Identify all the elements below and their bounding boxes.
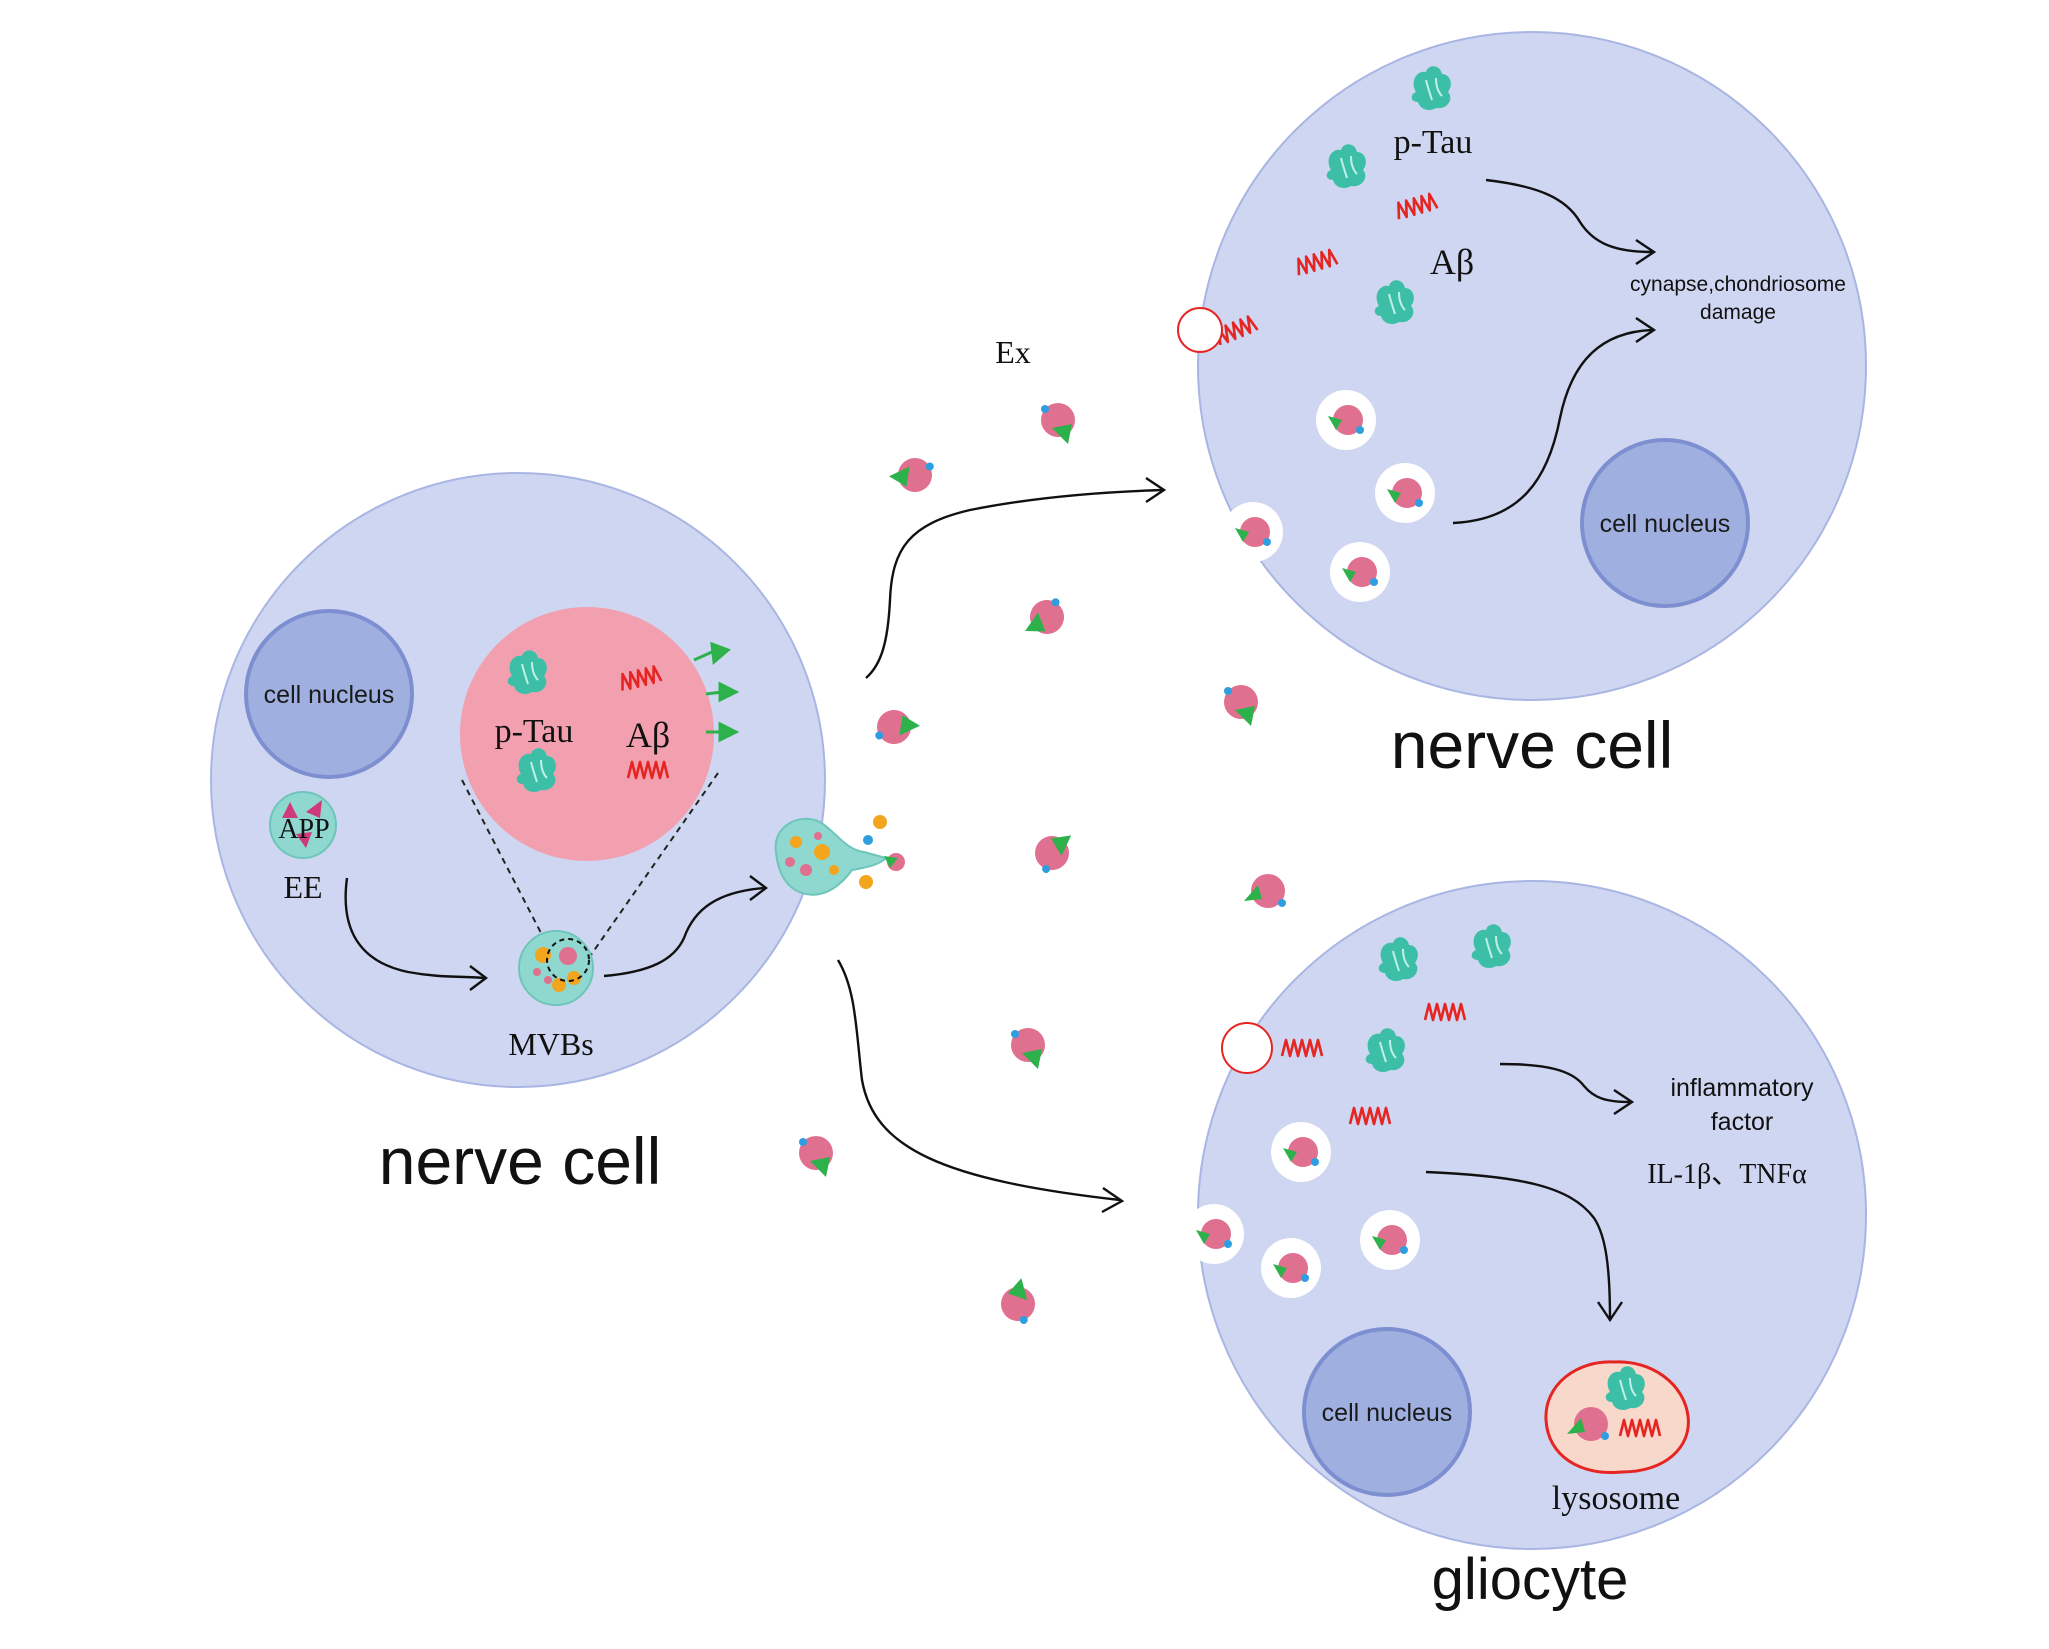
lysosome-label: lysosome bbox=[1552, 1480, 1680, 1517]
mvb-label: MVBs bbox=[508, 1026, 593, 1062]
exocytosis-release bbox=[774, 815, 905, 896]
membrane-pit bbox=[1177, 307, 1223, 353]
mvb bbox=[518, 930, 594, 1006]
internalized-exosome-icon bbox=[1316, 390, 1376, 450]
source-cell-title: nerve cell bbox=[379, 1124, 661, 1198]
recipient-ptau-label: p-Tau bbox=[1394, 124, 1473, 161]
inflammatory-label-line1: inflammatory bbox=[1670, 1074, 1814, 1102]
source-ptau-label: p-Tau bbox=[495, 713, 574, 750]
membrane-pit bbox=[1221, 1022, 1273, 1074]
exosome-icon bbox=[886, 450, 937, 497]
internalized-exosome-icon bbox=[1184, 1204, 1244, 1264]
internalized-exosome-icon bbox=[1330, 542, 1390, 602]
exosome-icon bbox=[1244, 874, 1286, 908]
recipient-neuron-nucleus: cell nucleus bbox=[1580, 438, 1750, 608]
exosome-icon bbox=[872, 705, 923, 752]
extracellular-space: Ex bbox=[799, 334, 1286, 1328]
app-label: APP bbox=[278, 814, 329, 845]
recipient-neuron-title: nerve cell bbox=[1391, 708, 1673, 782]
exosome-icon bbox=[1020, 597, 1067, 638]
exosome-label: Ex bbox=[995, 334, 1031, 370]
gliocyte-membrane bbox=[1197, 880, 1867, 1550]
exosome-icon bbox=[994, 1274, 1045, 1328]
synapse-damage-label-line1: cynapse,chondriosome bbox=[1630, 273, 1846, 296]
source-cell-nucleus: cell nucleus bbox=[244, 609, 414, 779]
internalized-exosome-icon bbox=[1261, 1238, 1321, 1298]
source-nerve-cell: cell nucleus p-Tau Aβ APP bbox=[210, 472, 905, 1088]
lysosome bbox=[1544, 1360, 1690, 1475]
recipient-abeta-label: Aβ bbox=[1430, 242, 1474, 282]
recipient-gliocyte: cell nucleus inflammatory factor IL-1β、T… bbox=[1184, 880, 1867, 1550]
exosome-icon bbox=[1224, 685, 1258, 726]
exosome-icon bbox=[1041, 403, 1075, 444]
exosome-icon bbox=[799, 1136, 833, 1177]
internalized-exosome-icon bbox=[1360, 1210, 1420, 1270]
internalized-exosome-icon bbox=[1271, 1122, 1331, 1182]
gliocyte-nucleus-label: cell nucleus bbox=[1322, 1399, 1453, 1427]
recipient-nerve-cell: cell nucleus p-Tau Aβ cynapse,chondrioso… bbox=[1177, 31, 1867, 701]
source-abeta-label: Aβ bbox=[626, 715, 670, 755]
gliocyte-nucleus: cell nucleus bbox=[1302, 1327, 1472, 1497]
recipient-neuron-membrane bbox=[1197, 31, 1867, 701]
internalized-exosome-icon bbox=[1375, 463, 1435, 523]
gliocyte-title: gliocyte bbox=[1432, 1547, 1629, 1612]
large-vesicle: p-Tau Aβ bbox=[460, 607, 740, 861]
cytokines-label: IL-1β、TNFα bbox=[1647, 1159, 1807, 1190]
inflammatory-label-line2: factor bbox=[1711, 1108, 1774, 1136]
synapse-damage-label-line2: damage bbox=[1700, 301, 1776, 324]
export-arrows bbox=[693, 641, 740, 743]
exosome-icon bbox=[1011, 1028, 1045, 1069]
internalized-exosome-icon bbox=[1223, 502, 1283, 562]
ee-label: EE bbox=[283, 869, 322, 905]
recipient-neuron-nucleus-label: cell nucleus bbox=[1600, 510, 1731, 538]
app-early-endosome: APP bbox=[269, 791, 337, 859]
exosome-icon bbox=[1030, 828, 1081, 875]
source-nucleus-label: cell nucleus bbox=[264, 681, 395, 709]
